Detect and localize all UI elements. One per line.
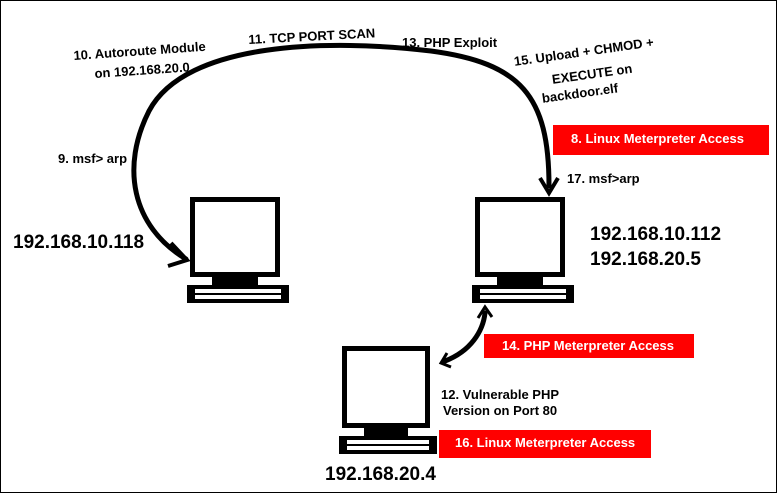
pivot-arrowhead [538, 176, 560, 197]
target-arrowhead [438, 352, 452, 369]
target-ip: 192.168.20.4 [325, 464, 436, 485]
step-17-label: 17. msf>arp [567, 171, 640, 186]
pivot-keyboard-icon [472, 285, 574, 303]
pivot-monitor-icon [475, 197, 565, 277]
attacker-arrowhead [167, 241, 191, 268]
target-keyboard-icon [339, 436, 437, 454]
pivot-ip-2: 192.168.20.5 [590, 249, 701, 270]
step-12-line1: 12. Vulnerable PHP [441, 387, 560, 402]
pivot-arc-arrow [131, 42, 552, 262]
target-monitor-icon [342, 346, 430, 428]
step-9-label: 9. msf> arp [58, 151, 128, 166]
target-stand [364, 428, 408, 436]
target-computer [339, 346, 439, 458]
badge-8-linux-meterpreter: 8. Linux Meterpreter Access [553, 125, 769, 155]
target-pivot-arrow [442, 310, 488, 364]
attacker-computer [187, 197, 291, 305]
pivot-stand [497, 277, 543, 285]
pivot-ip-1: 192.168.10.112 [590, 224, 722, 245]
step-13-label: 13. PHP Exploit [402, 35, 498, 50]
pivot-bottom-arrowhead [476, 304, 494, 319]
badge-16-linux-meterpreter: 16. Linux Meterpreter Access [439, 430, 651, 458]
attacker-monitor-icon [190, 197, 280, 277]
attacker-ip: 192.168.10.118 [13, 232, 145, 253]
badge-14-php-meterpreter: 14. PHP Meterpreter Access [484, 334, 694, 358]
attacker-keyboard-icon [187, 285, 289, 303]
pivot-computer [472, 197, 576, 305]
attacker-stand [212, 277, 258, 285]
step-12-line2: Version on Port 80 [443, 403, 558, 418]
